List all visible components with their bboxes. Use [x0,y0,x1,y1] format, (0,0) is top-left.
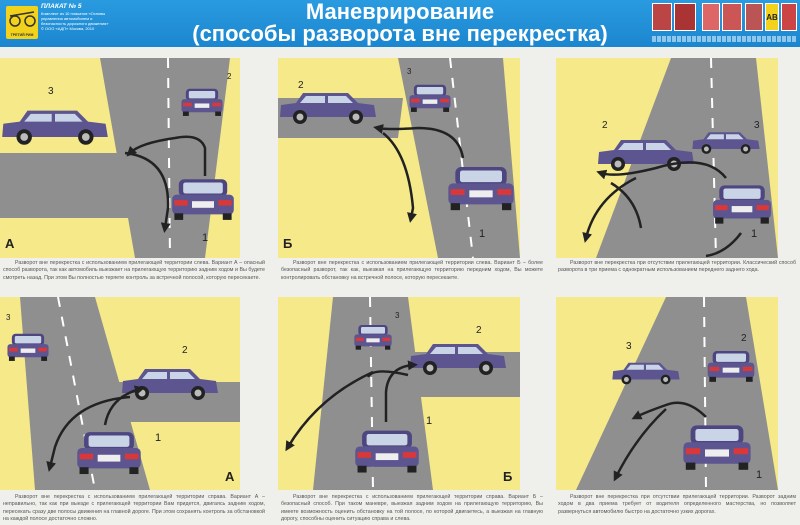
car-number-1: 1 [202,232,209,244]
variant-letter: Б [503,469,513,484]
car-2 [707,351,755,382]
book-promo: AB [652,3,797,33]
title-line-2: (способы разворота вне перекрестка) [192,21,608,46]
car-number-3: 3 [48,86,54,97]
car-number-3: 3 [754,120,760,131]
scenario-panel-top-three-point: 1 2 3 [556,58,778,258]
variant-letter: Б [283,236,293,251]
car-logo-icon [9,11,36,27]
car-number-1: 1 [756,469,763,481]
car-number-2: 2 [741,333,747,344]
car-1 [683,425,751,470]
car-number-1: 1 [479,228,486,240]
car-2 [181,88,223,116]
poster-info: ПЛАКАТ № 5 Комплект из 10 плакатов «Осно… [41,3,111,31]
car-3 [7,333,49,361]
car-number-2: 2 [227,72,232,81]
car-number-2: 2 [476,325,482,336]
caption-top-three-point: Разворот вне перекрестка при отсутствии … [558,260,796,274]
car-number-1: 1 [426,415,433,427]
car-number-1: 1 [751,228,758,240]
caption-bottom-a: Разворот вне перекрестка с использование… [3,494,265,522]
car-3 [409,84,451,112]
publisher-logo: ТРЕТИЙ РИМ [6,6,38,39]
scenario-panel-bottom-two-point: 1 2 3 [556,297,778,490]
car-number-2: 2 [602,120,608,131]
car-1 [713,185,771,224]
caption-top-b: Разворот вне перекрестка с использование… [281,260,543,281]
promo-text [652,36,797,42]
scenario-panel-top-a: А 1 2 3 [0,58,240,258]
car-number-2: 2 [182,345,188,356]
scenario-panel-bottom-a: А 1 2 3 [0,297,240,490]
car-3 [354,325,392,350]
car-number-1: 1 [155,432,162,444]
car-number-3: 3 [6,313,11,322]
poster-number: ПЛАКАТ № 5 [41,3,82,10]
page-title: Маневрирование (способы разворота вне пе… [130,1,670,45]
car-number-2: 2 [298,80,304,91]
variant-letter: А [225,469,235,484]
variant-letter: А [5,236,15,251]
scenario-panel-top-b: Б 1 2 3 [278,58,520,258]
car-1 [355,430,419,473]
caption-bottom-b: Разворот вне перекрестка с использование… [281,494,543,522]
poster-header: ТРЕТИЙ РИМ ПЛАКАТ № 5 Комплект из 10 пла… [0,0,800,47]
car-1 [172,179,234,220]
car-1 [448,167,514,211]
caption-top-a: Разворот вне перекрестка с использование… [3,260,265,281]
car-1 [77,432,141,475]
caption-bottom-two-point: Разворот вне перекрестка при отсутствии … [558,494,796,515]
promo-badge: AB [765,3,779,31]
scenario-panel-bottom-b: Б 1 2 3 [278,297,520,490]
car-number-3: 3 [407,67,412,76]
title-line-1: Маневрирование [305,0,495,24]
car-number-3: 3 [395,311,400,320]
poster-description: Комплект из 10 плакатов «Основы управлен… [41,11,109,31]
logo-text: ТРЕТИЙ РИМ [10,33,34,37]
car-number-3: 3 [626,341,632,352]
car-3 [2,110,108,145]
